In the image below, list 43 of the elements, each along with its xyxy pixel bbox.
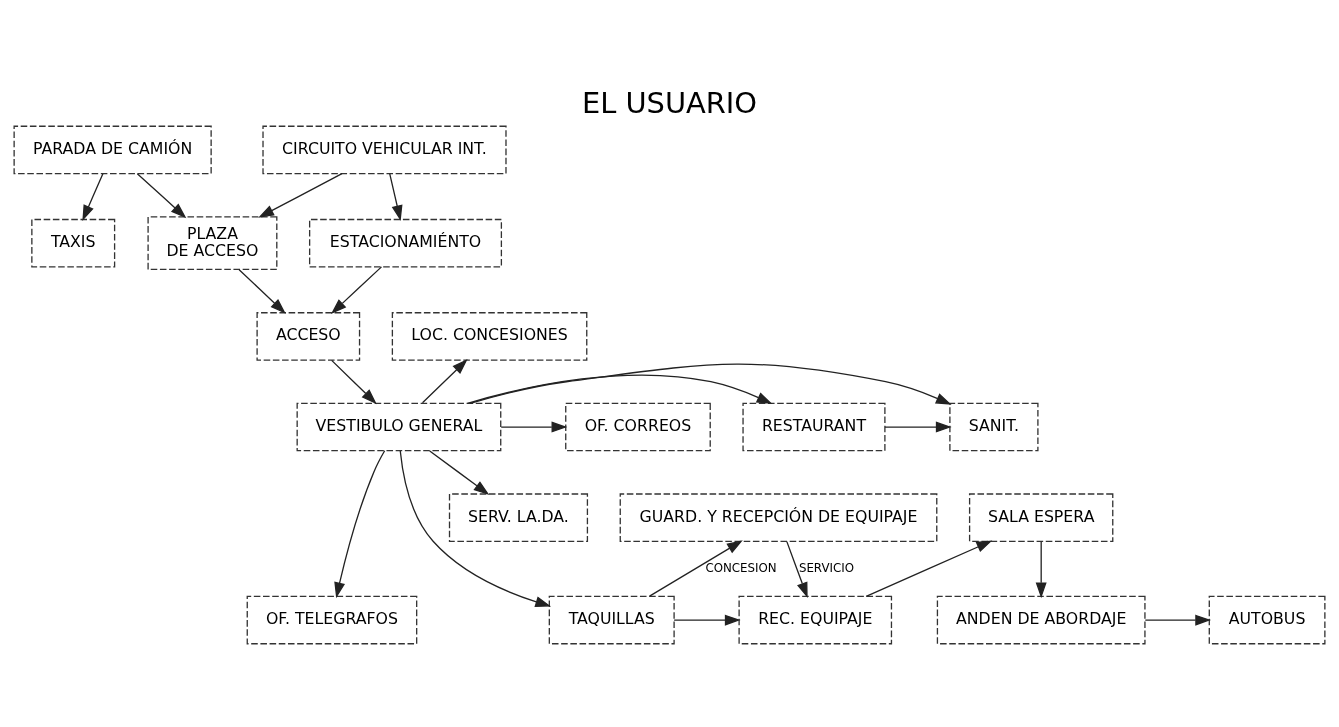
arrow [786,540,808,598]
arrow [136,172,187,218]
node-box: OF. TELEGRAFOS [246,595,418,644]
arrow [399,449,552,607]
node-box: SANIT. [949,402,1039,451]
arrow [500,421,568,433]
node-box: ESTACIONAMIÉNTO [309,218,503,267]
arrow [469,363,952,405]
edge-label: SERVICIO [798,560,855,575]
node-box: GUARD. Y RECEPCIÓN DE EQUIPAJE [619,492,938,542]
arrow [865,540,993,597]
arrow [258,172,343,218]
arrow [884,421,952,433]
arrow [334,449,386,598]
node-box: TAQUILLAS [548,595,675,644]
node-box: TAXIS [31,218,116,267]
node-box: RESTAURANT [742,402,886,451]
node-box: PARADA DE CAMIÓN [13,125,212,174]
arrow [389,172,403,221]
arrow [429,449,490,495]
node-box: SALA ESPERA [968,492,1114,542]
arrow [421,358,468,403]
node-box: VESTIBULO GENERAL [296,402,502,451]
node-box: ANDEN DE ABORDAJE [936,595,1146,644]
node-box: SERV. LA.DA. [448,492,589,542]
node-box: AUTOBUS [1208,595,1326,644]
node-box: ACCESO [256,311,361,361]
diagram-title: EL USUARIO [581,85,758,120]
arrow [82,172,104,221]
edge-label: CONCESION [705,560,777,575]
node-box: CIRCUITO VEHICULAR INT. [262,125,507,174]
arrow [673,614,741,626]
arrow [648,539,743,597]
node-box: OF. CORREOS [565,402,711,451]
arrow [238,268,286,314]
arrow [1035,540,1047,598]
arrow [331,359,377,404]
arrow [330,265,383,314]
arrow [466,373,773,404]
node-box: REC. EQUIPAJE [738,595,893,644]
arrow [1144,614,1212,626]
node-box: PLAZA DE ACCESO [147,215,278,270]
node-box: LOC. CONCESIONES [391,311,588,361]
